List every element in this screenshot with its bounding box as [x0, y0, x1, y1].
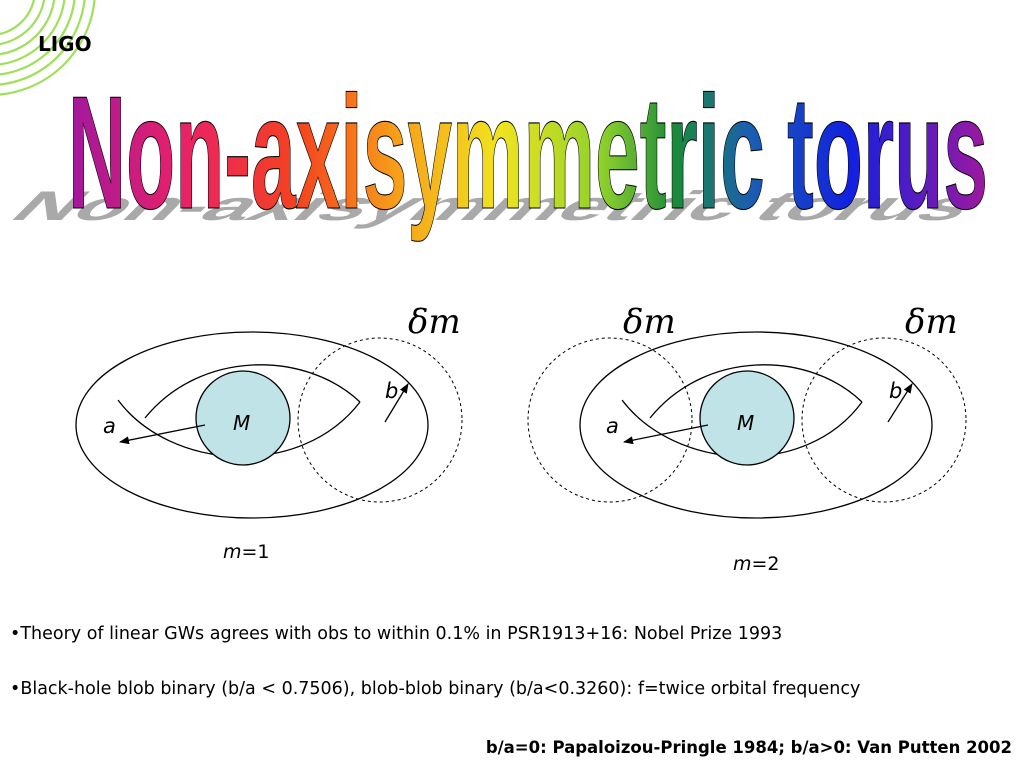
central-mass-circle [195, 370, 291, 466]
torus-upper-curve [144, 364, 361, 419]
a-label: a [606, 414, 619, 438]
torus-outer-ellipse [75, 331, 429, 519]
delta-m-label-left: δm [623, 302, 676, 342]
torus-upper-curve [649, 364, 863, 419]
title-shadow: Non-axisymmetric torus [0, 183, 994, 229]
ligo-logo: LIGO [38, 32, 92, 56]
a-arrow [119, 424, 206, 445]
a-label: a [103, 414, 116, 438]
delta-m-label-right: δm [905, 302, 958, 342]
mode-label: m=2 [733, 553, 780, 575]
blob-dashed-circle-left [527, 337, 693, 503]
mode-label: m=1 [223, 541, 270, 563]
title-wordart: Non-axisymmetric torus Non-axisymmetric … [0, 70, 994, 243]
diagram-m2: M a b δm δm m=2 [527, 302, 967, 575]
central-mass-circle [699, 370, 795, 466]
bullet-text: •Theory of linear GWs agrees with obs to… [10, 624, 783, 644]
b-arrow [384, 383, 409, 423]
bullet-text: •Black-hole blob binary (b/a < 0.7506), … [10, 679, 861, 699]
blob-dashed-circle-right [801, 337, 967, 503]
b-label: b [889, 379, 902, 403]
delta-m-label: δm [408, 302, 461, 342]
mass-label: M [737, 411, 754, 435]
title-text: Non-axisymmetric torus [68, 70, 988, 242]
a-arrow [623, 424, 709, 445]
b-label: b [385, 379, 398, 403]
torus-outer-ellipse [579, 331, 933, 519]
b-arrow [887, 383, 913, 423]
blob-dashed-circle [297, 337, 463, 503]
mass-label: M [233, 411, 250, 435]
diagram-m1: M a b δm m=1 [75, 302, 463, 563]
torus-diagrams: M a b δm m=1 M a b δm δm m=2 [75, 302, 967, 575]
footer-citation: b/a=0: Papaloizou-Pringle 1984; b/a>0: V… [485, 738, 1012, 757]
